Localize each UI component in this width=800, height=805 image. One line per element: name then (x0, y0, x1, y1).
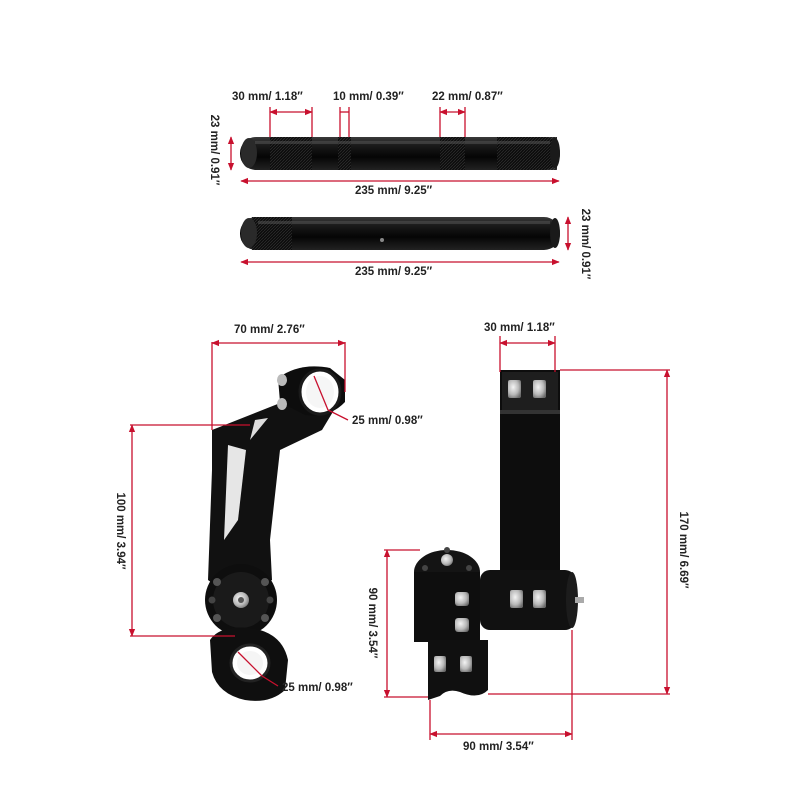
label-bracket-bottom-clamp: 25 mm/ 0.98″ (282, 682, 353, 694)
dim-mount-base-height-line (383, 549, 428, 698)
label-bar1-knurl-right: 22 mm/ 0.87″ (432, 91, 503, 103)
label-bar1-groove: 10 mm/ 0.39″ (333, 91, 404, 103)
dim-mount-top-width-line (499, 336, 556, 372)
label-bar2-diameter: 23 mm/ 0.91″ (579, 208, 591, 280)
label-bar2-length: 235 mm/ 9.25″ (355, 266, 433, 278)
riser-mount (414, 370, 584, 700)
label-mount-base-height: 90 mm/ 3.54″ (366, 587, 378, 659)
dim-mount-base-width-line (429, 630, 573, 740)
label-mount-top-width: 30 mm/ 1.18″ (484, 322, 555, 334)
dim-bar1-knurl-right-line (439, 107, 466, 137)
label-bar1-diameter: 23 mm/ 0.91″ (208, 114, 220, 186)
handlebar-tube-top (240, 137, 560, 170)
clip-on-bracket (205, 366, 345, 701)
label-bar1-knurl-left: 30 mm/ 1.18″ (232, 91, 303, 103)
dim-bracket-width-line (211, 339, 346, 430)
label-bracket-top-clamp: 25 mm/ 0.98″ (352, 415, 423, 427)
dim-bracket-height-line (128, 424, 250, 637)
dim-bar1-knurl-left-line (269, 107, 313, 137)
dim-bracket-top-clamp-line (313, 375, 349, 421)
dim-bar1-groove-line (339, 107, 350, 137)
label-bracket-height: 100 mm/ 3.94″ (114, 492, 126, 570)
label-mount-total-height: 170 mm/ 6.69″ (677, 511, 689, 589)
dim-bracket-bottom-clamp-line (237, 651, 279, 687)
handlebar-tube-bottom (240, 217, 560, 250)
label-bracket-width: 70 mm/ 2.76″ (234, 324, 305, 336)
label-mount-base-width: 90 mm/ 3.54″ (463, 741, 534, 753)
dim-mount-total-height-line (488, 369, 671, 695)
label-bar1-length: 235 mm/ 9.25″ (355, 185, 433, 197)
